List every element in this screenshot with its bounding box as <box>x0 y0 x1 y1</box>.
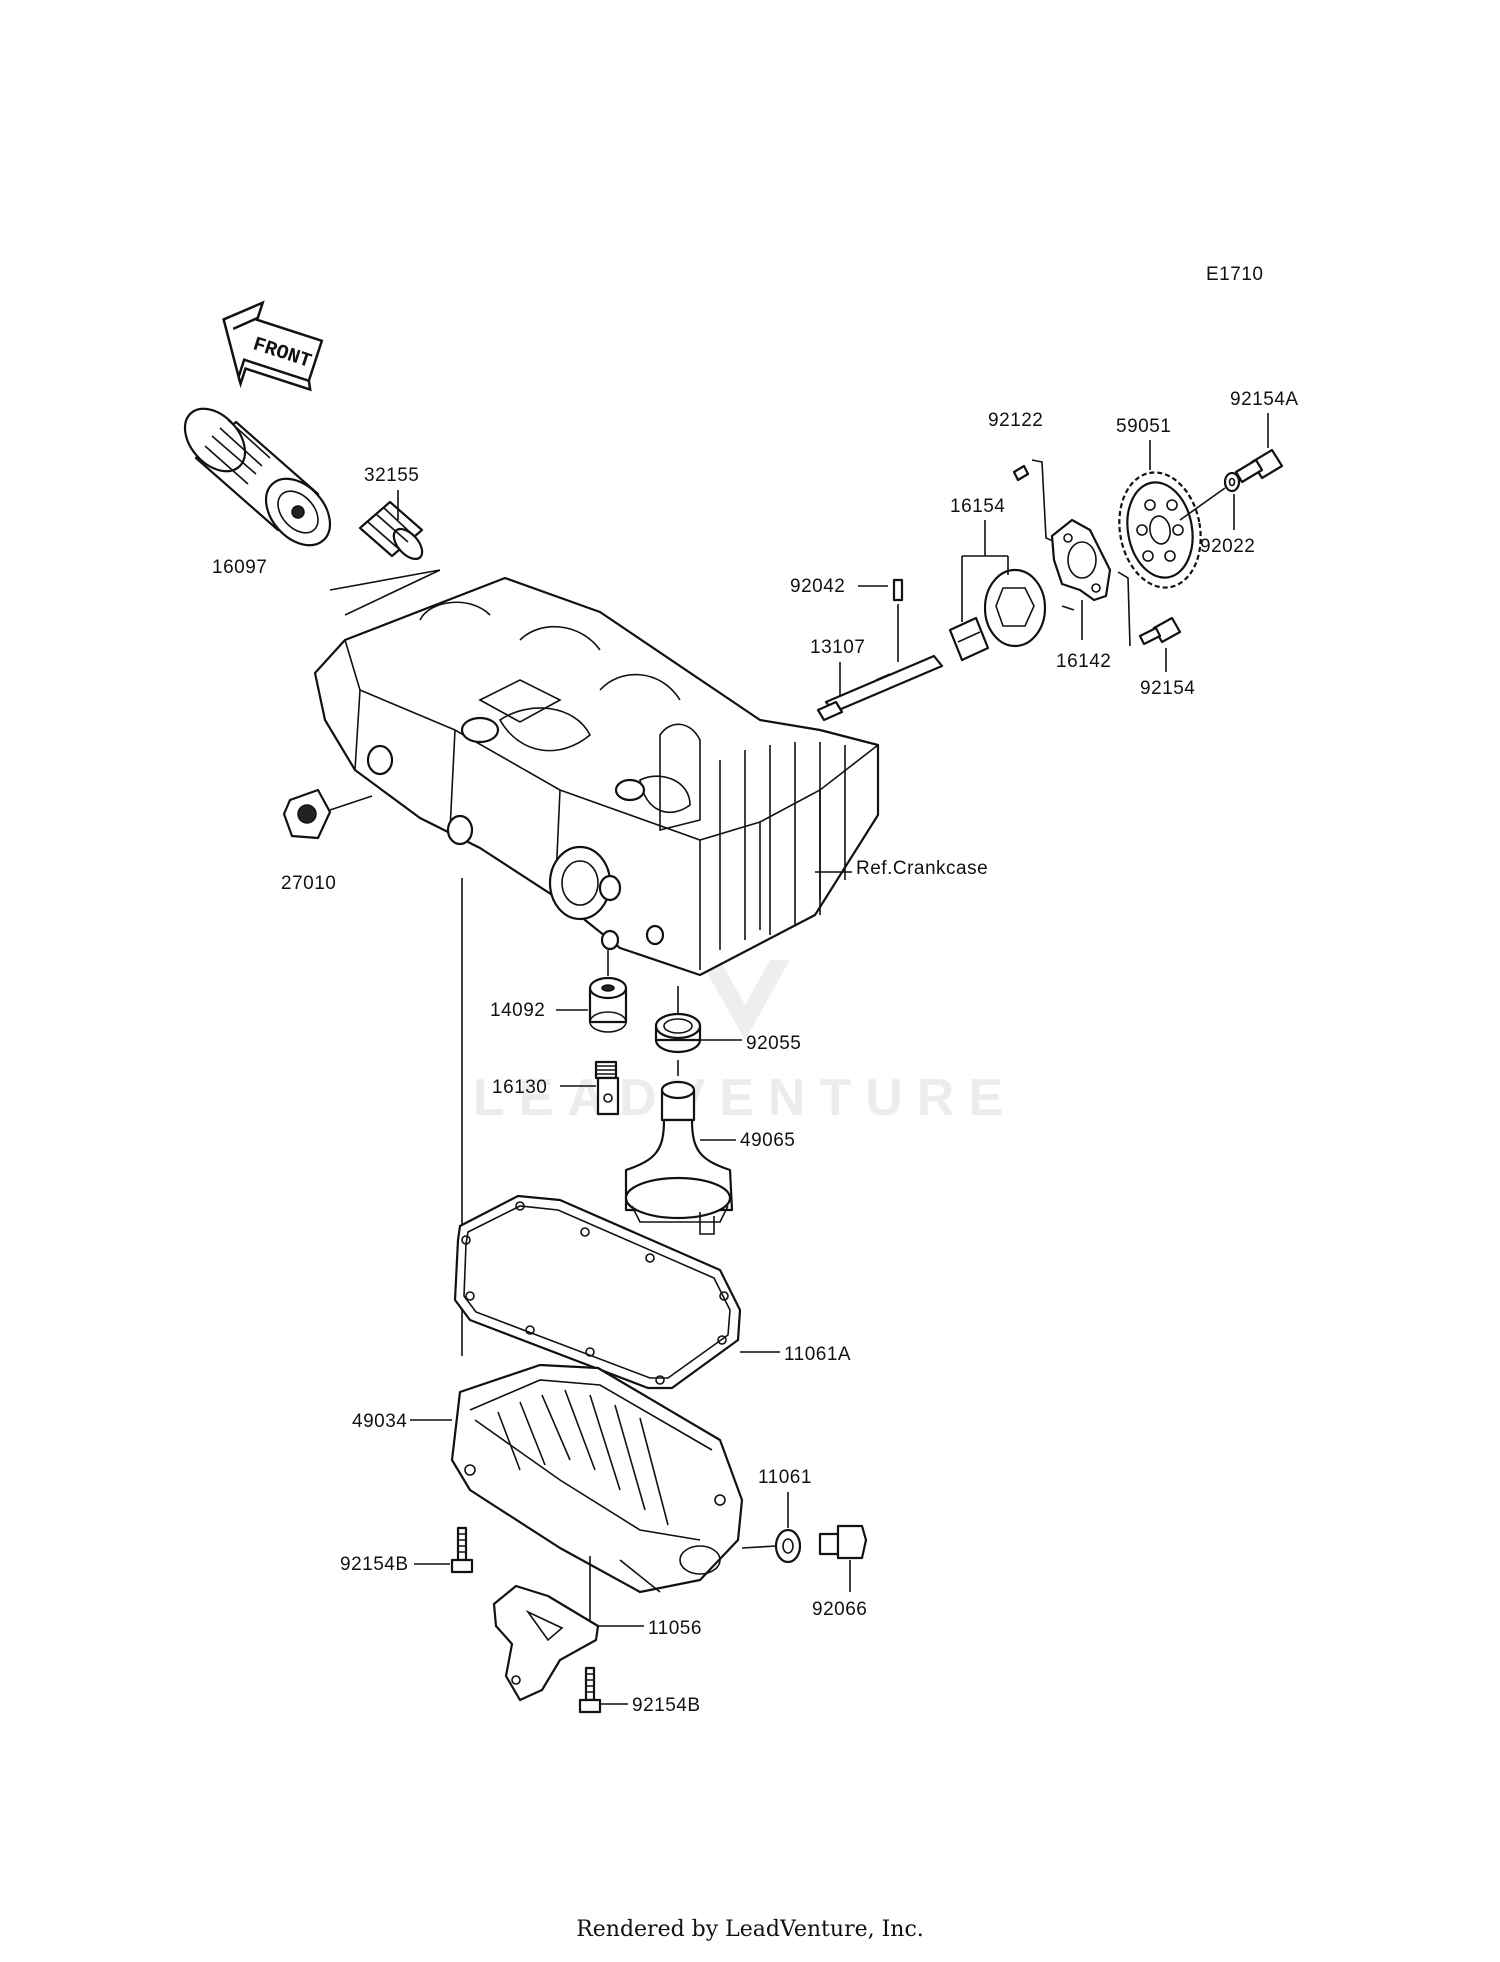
footer-credit: Rendered by LeadVenture, Inc. <box>576 1917 924 1942</box>
label-16154: 16154 <box>950 496 1005 517</box>
gasket-11061A[interactable] <box>453 1194 742 1390</box>
label-13107: 13107 <box>810 637 865 658</box>
o-ring-92055[interactable] <box>654 1012 702 1054</box>
bracket-11056[interactable] <box>492 1584 600 1702</box>
pressure-switch-27010[interactable] <box>282 788 332 840</box>
nipple-32155[interactable] <box>358 500 427 564</box>
strainer-49065[interactable] <box>624 1080 734 1235</box>
bolt-92154[interactable] <box>1138 616 1182 646</box>
bolt-92154A[interactable] <box>1234 448 1284 484</box>
label-11056: 11056 <box>648 1618 702 1639</box>
label-49065: 49065 <box>740 1130 795 1151</box>
drain-plug-92066[interactable] <box>818 1524 868 1560</box>
watermark-text: LEADVENTURE <box>473 1069 1017 1127</box>
nozzle-16130[interactable] <box>594 1060 620 1116</box>
pin-92122[interactable] <box>1012 464 1030 482</box>
label-16097: 16097 <box>212 557 267 578</box>
watermark: LEADVENTURE <box>473 960 1017 1127</box>
label-92055: 92055 <box>746 1033 801 1054</box>
front-arrow-icon: FRONT <box>222 300 324 392</box>
pump-body-16142[interactable] <box>1050 518 1112 602</box>
crankcase <box>313 576 880 977</box>
pin-92042[interactable] <box>892 578 904 602</box>
oil-pan-49034[interactable] <box>450 1363 744 1594</box>
label-92154B-lower: 92154B <box>632 1695 701 1716</box>
label-59051: 59051 <box>1116 416 1171 437</box>
label-92066: 92066 <box>812 1599 867 1620</box>
rubber-14092[interactable] <box>588 976 628 1033</box>
oil-filter-16097[interactable] <box>173 397 343 557</box>
bolt-92154B-left[interactable] <box>450 1526 474 1574</box>
label-11061: 11061 <box>758 1467 812 1488</box>
bolt-92154B-lower[interactable] <box>578 1666 602 1714</box>
label-92154: 92154 <box>1140 678 1195 699</box>
diagram-code: E1710 <box>1206 264 1263 285</box>
gear-59051[interactable] <box>1111 466 1210 594</box>
label-11061A: 11061A <box>784 1344 851 1365</box>
label-92022: 92022 <box>1200 536 1255 557</box>
label-92042: 92042 <box>790 576 845 597</box>
rotor-16154[interactable] <box>948 568 1047 662</box>
label-16142: 16142 <box>1056 651 1111 672</box>
label-92154A: 92154A <box>1230 389 1299 410</box>
label-92154B-left: 92154B <box>340 1554 409 1575</box>
label-49034: 49034 <box>352 1411 407 1432</box>
label-ref-crankcase: Ref.Crankcase <box>856 858 988 879</box>
washer-92022[interactable] <box>1223 471 1241 493</box>
label-16130: 16130 <box>492 1077 547 1098</box>
label-32155: 32155 <box>364 465 419 486</box>
shaft-13107[interactable] <box>816 654 944 722</box>
label-27010: 27010 <box>281 873 336 894</box>
label-14092: 14092 <box>490 1000 545 1021</box>
label-92122: 92122 <box>988 410 1043 431</box>
washer-11061[interactable] <box>774 1528 802 1564</box>
